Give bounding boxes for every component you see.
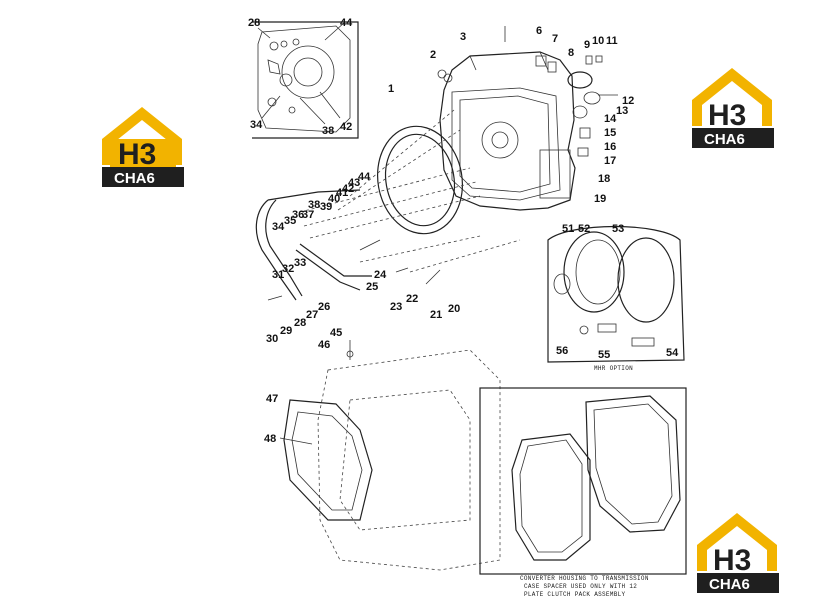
spacer-gasket-box: CONVERTER HOUSING TO TRANSMISSION CASE S… xyxy=(479,387,687,598)
callout-label: 30 xyxy=(266,333,278,345)
callout-label: 31 xyxy=(272,269,284,281)
callout-label: 25 xyxy=(366,281,378,293)
caption-line-3: PLATE CLUTCH PACK ASSEMBLY xyxy=(524,591,626,598)
caption-line-2: CASE SPACER USED ONLY WITH 12 xyxy=(524,583,637,590)
callout-label: 53 xyxy=(612,223,624,235)
callout-label: 24 xyxy=(374,269,387,281)
callout-label: 51 xyxy=(562,223,574,235)
callout-label: 3 xyxy=(460,31,466,43)
oil-lines-assembly xyxy=(255,109,521,301)
inset-flywheel-housing xyxy=(252,21,359,139)
callout-label: 7 xyxy=(552,33,558,45)
callout-label: 39 xyxy=(320,201,332,213)
logo-brand-text: CHA6 xyxy=(114,170,155,187)
converter-housing xyxy=(439,51,576,211)
callout-label: 44 xyxy=(358,171,371,183)
callout-labels: 28 44 34 38 42 2 3 6 7 8 9 10 11 12 13 1… xyxy=(248,17,679,445)
callout-label: 41 xyxy=(336,187,348,199)
callout-label: 28 xyxy=(248,17,260,29)
callout-label: 29 xyxy=(280,325,292,337)
callout-label: 34 xyxy=(250,119,263,131)
callout-label: 12 xyxy=(622,95,634,107)
callout-label: 22 xyxy=(406,293,418,305)
logo-brand-text: CHA6 xyxy=(709,576,750,593)
callout-label: 18 xyxy=(598,173,610,185)
callout-label: 37 xyxy=(302,209,314,221)
callout-label: 21 xyxy=(430,309,442,321)
callout-label: 10 xyxy=(592,35,604,47)
callout-label: 33 xyxy=(294,257,306,269)
callout-label: 38 xyxy=(308,199,320,211)
logo-mark-text: H3 xyxy=(708,99,746,132)
callout-label: 1 xyxy=(388,83,394,95)
logo-mark-text: H3 xyxy=(713,544,751,577)
callout-label: 11 xyxy=(606,35,618,47)
callout-label: 48 xyxy=(264,433,276,445)
callout-label: 38 xyxy=(322,125,334,137)
callout-label: 19 xyxy=(594,193,606,205)
watermark-logo-left: H3 CHA6 xyxy=(102,107,184,187)
callout-label: 13 xyxy=(616,105,628,117)
logo-mark-text: H3 xyxy=(118,138,156,171)
callout-label: 35 xyxy=(284,215,296,227)
callout-label: 34 xyxy=(272,221,285,233)
transmission-case xyxy=(279,340,501,571)
callout-label: 46 xyxy=(318,339,330,351)
callout-label: 20 xyxy=(448,303,460,315)
callout-label: 8 xyxy=(568,47,574,59)
callout-label: 9 xyxy=(584,39,590,51)
callout-label: 42 xyxy=(340,121,352,133)
callout-label: 17 xyxy=(604,155,616,167)
callout-label: 27 xyxy=(306,309,318,321)
caption-line-1: CONVERTER HOUSING TO TRANSMISSION xyxy=(520,575,649,582)
callout-label: 54 xyxy=(666,347,679,359)
callout-label: 26 xyxy=(318,301,330,313)
logo-brand-text: CHA6 xyxy=(704,131,745,148)
callout-label: 14 xyxy=(604,113,617,125)
watermark-logo-right-top: H3 CHA6 xyxy=(692,68,774,148)
callout-label: 32 xyxy=(282,263,294,275)
mhr-option-label: MHR OPTION xyxy=(594,365,633,372)
callout-label: 6 xyxy=(536,25,542,37)
callout-label: 45 xyxy=(330,327,342,339)
mhr-option-inset: MHR OPTION xyxy=(547,225,685,372)
callout-label: 15 xyxy=(604,127,616,139)
callout-label: 36 xyxy=(292,209,304,221)
ring-gasket xyxy=(376,125,464,235)
small-parts-upper-right xyxy=(437,26,618,157)
callout-label: 56 xyxy=(556,345,568,357)
callout-label: 2 xyxy=(430,49,436,61)
callout-label: 43 xyxy=(348,177,360,189)
callout-label: 55 xyxy=(598,349,610,361)
callout-label: 28 xyxy=(294,317,306,329)
callout-label: 42 xyxy=(342,183,354,195)
callout-label: 52 xyxy=(578,223,590,235)
watermark-logo-right-bottom: H3 CHA6 xyxy=(697,513,779,593)
callout-label: 23 xyxy=(390,301,402,313)
callout-label: 16 xyxy=(604,141,616,153)
callout-label: 44 xyxy=(340,17,353,29)
callout-label: 40 xyxy=(328,193,340,205)
callout-label: 47 xyxy=(266,393,278,405)
